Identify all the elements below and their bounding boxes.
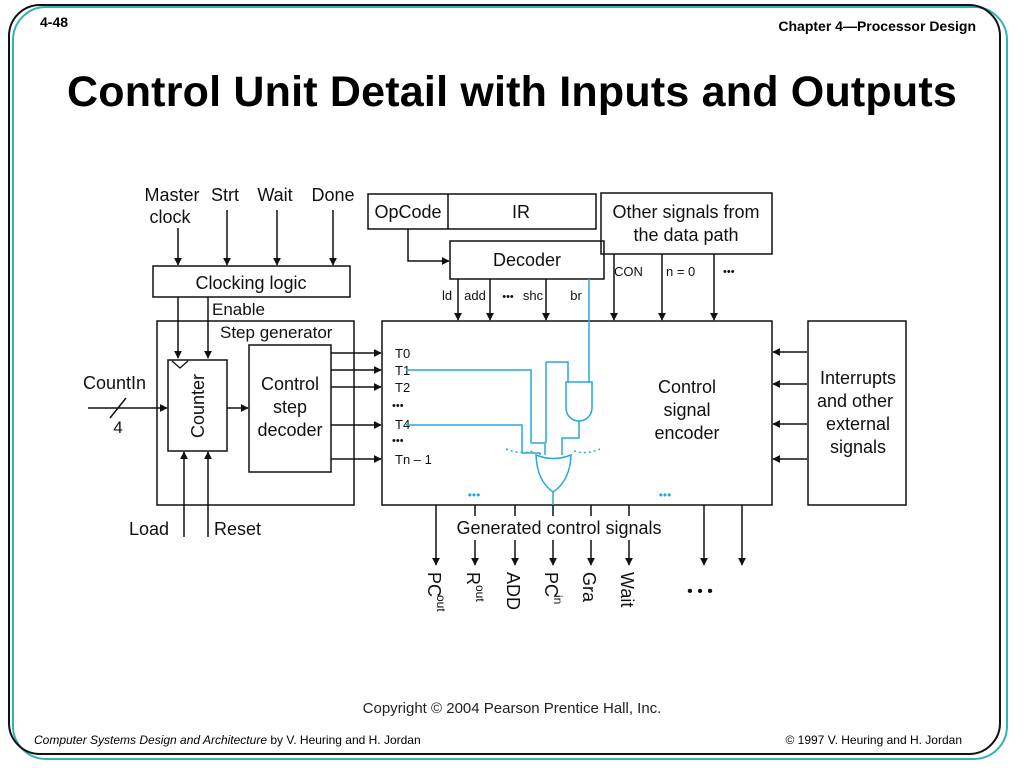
decoder-label: Decoder [493, 250, 561, 270]
footer-copyright: © 1997 V. Heuring and H. Jordan [785, 733, 962, 747]
encoder-label-2: signal [663, 400, 710, 420]
footer-book-authors: by V. Heuring and H. Jordan [267, 733, 421, 747]
and-output-wire [561, 421, 580, 455]
or-gate [535, 453, 572, 493]
decoder-out-ld: ld [442, 288, 452, 303]
opcode-label: OpCode [374, 202, 441, 222]
step-generator-box [156, 320, 355, 506]
and-input-wire [546, 361, 569, 382]
encoder-label-1: Control [658, 377, 716, 397]
instruction-decoder-box [449, 240, 605, 280]
t2-label: T2 [395, 380, 410, 395]
svg-text:out: out [434, 595, 448, 612]
clocking-logic-label: Clocking logic [195, 273, 306, 293]
tn-label: Tn – 1 [395, 452, 432, 467]
wait-input-label: Wait [257, 185, 292, 205]
ir-register-box [367, 193, 597, 230]
countin-width-label: 4 [113, 418, 122, 437]
strt-label: Strt [211, 185, 239, 205]
interrupts-label-3: external [826, 414, 890, 434]
clocking-logic-box [152, 265, 351, 298]
outputs-more-dots: • • • [687, 583, 713, 600]
or-input-wire-2 [522, 452, 541, 455]
decoder-out-shc: shc [523, 288, 544, 303]
svg-text:R: R [463, 572, 483, 585]
data-path-dots: ••• [723, 266, 735, 278]
load-label: Load [129, 519, 169, 539]
slide-frame-outer [12, 6, 1008, 760]
generated-signals-label-bg [444, 516, 676, 540]
master-clock-label-2: clock [149, 207, 191, 227]
t1-label: T1 [395, 363, 410, 378]
opcode-to-decoder-wire [407, 229, 450, 265]
or-input-dots-left [505, 448, 534, 454]
counter-box [167, 359, 228, 452]
footer-book-title: Computer Systems Design and Architecture [34, 733, 267, 747]
slide-title: Control Unit Detail with Inputs and Outp… [66, 68, 958, 116]
svg-text:out: out [473, 585, 487, 602]
generated-signals-label: Generated control signals [456, 518, 661, 538]
control-signal-encoder-box [381, 320, 773, 506]
wait-out-label: Wait [617, 572, 637, 607]
svg-text:Wait: Wait [617, 572, 637, 607]
t0-label: T0 [395, 346, 410, 361]
step-generator-label: Step generator [220, 323, 333, 342]
other-signals-label-1: Other signals from [612, 202, 759, 222]
encoder-label-3: encoder [654, 423, 719, 443]
control-step-decoder-box [248, 344, 332, 473]
ir-label: IR [512, 202, 530, 222]
decoder-out-add: add [464, 288, 486, 303]
t1-logic-wire [406, 369, 532, 443]
or-input-dots-right [573, 448, 601, 454]
step-generator-label-bg [217, 322, 353, 342]
decoder-out-br: br [570, 288, 582, 303]
interrupts-label-2: and other [817, 391, 893, 411]
master-clock-label-1: Master [144, 185, 199, 205]
pc-out-label: PC out [424, 572, 448, 612]
done-label: Done [311, 185, 354, 205]
counter-clock-triangle [171, 360, 189, 369]
r-out-label: R out [463, 572, 487, 602]
svg-text:in: in [551, 595, 565, 604]
pc-in-label: PC in [541, 572, 565, 604]
slide-number: 4-48 [40, 14, 69, 30]
chapter-header: Chapter 4—Processor Design [778, 18, 976, 34]
countin-bus-slash [109, 397, 127, 419]
or-input-wire-1 [531, 442, 546, 455]
counter-label: Counter [188, 374, 208, 438]
svg-text:PC: PC [541, 572, 561, 597]
con-label: CON [614, 264, 643, 279]
countin-label: CountIn [83, 373, 146, 393]
encoder-dots-left: ••• [468, 488, 481, 502]
other-signals-box [600, 192, 773, 255]
footer-book: Computer Systems Design and Architecture… [34, 733, 421, 747]
and-gate [565, 381, 593, 422]
t4-label: T4 [395, 417, 410, 432]
encoder-dots-right: ••• [659, 488, 672, 502]
svg-text:ADD: ADD [503, 572, 523, 610]
svg-text:PC: PC [424, 572, 444, 597]
reset-label: Reset [214, 519, 261, 539]
t4-logic-wire [406, 424, 523, 453]
svg-text:Gra: Gra [579, 572, 599, 603]
gra-label: Gra [579, 572, 599, 603]
interrupts-label-1: Interrupts [820, 368, 896, 388]
control-step-decoder-label-1: Control [261, 374, 319, 394]
control-step-decoder-label-2: step [273, 397, 307, 417]
interrupts-box [807, 320, 907, 506]
add-label: ADD [503, 572, 523, 610]
copyright: Copyright © 2004 Pearson Prentice Hall, … [362, 700, 662, 717]
control-step-decoder-label-3: decoder [257, 420, 322, 440]
slide-frame-inner [8, 4, 1001, 755]
t-dots-2: ••• [392, 435, 404, 447]
t-dots-1: ••• [392, 400, 404, 412]
enable-label: Enable [212, 300, 265, 319]
decoder-out-dots: ••• [502, 291, 514, 303]
interrupts-label-4: signals [830, 437, 886, 457]
other-signals-label-2: the data path [633, 225, 738, 245]
n-zero-label: n = 0 [666, 264, 695, 279]
